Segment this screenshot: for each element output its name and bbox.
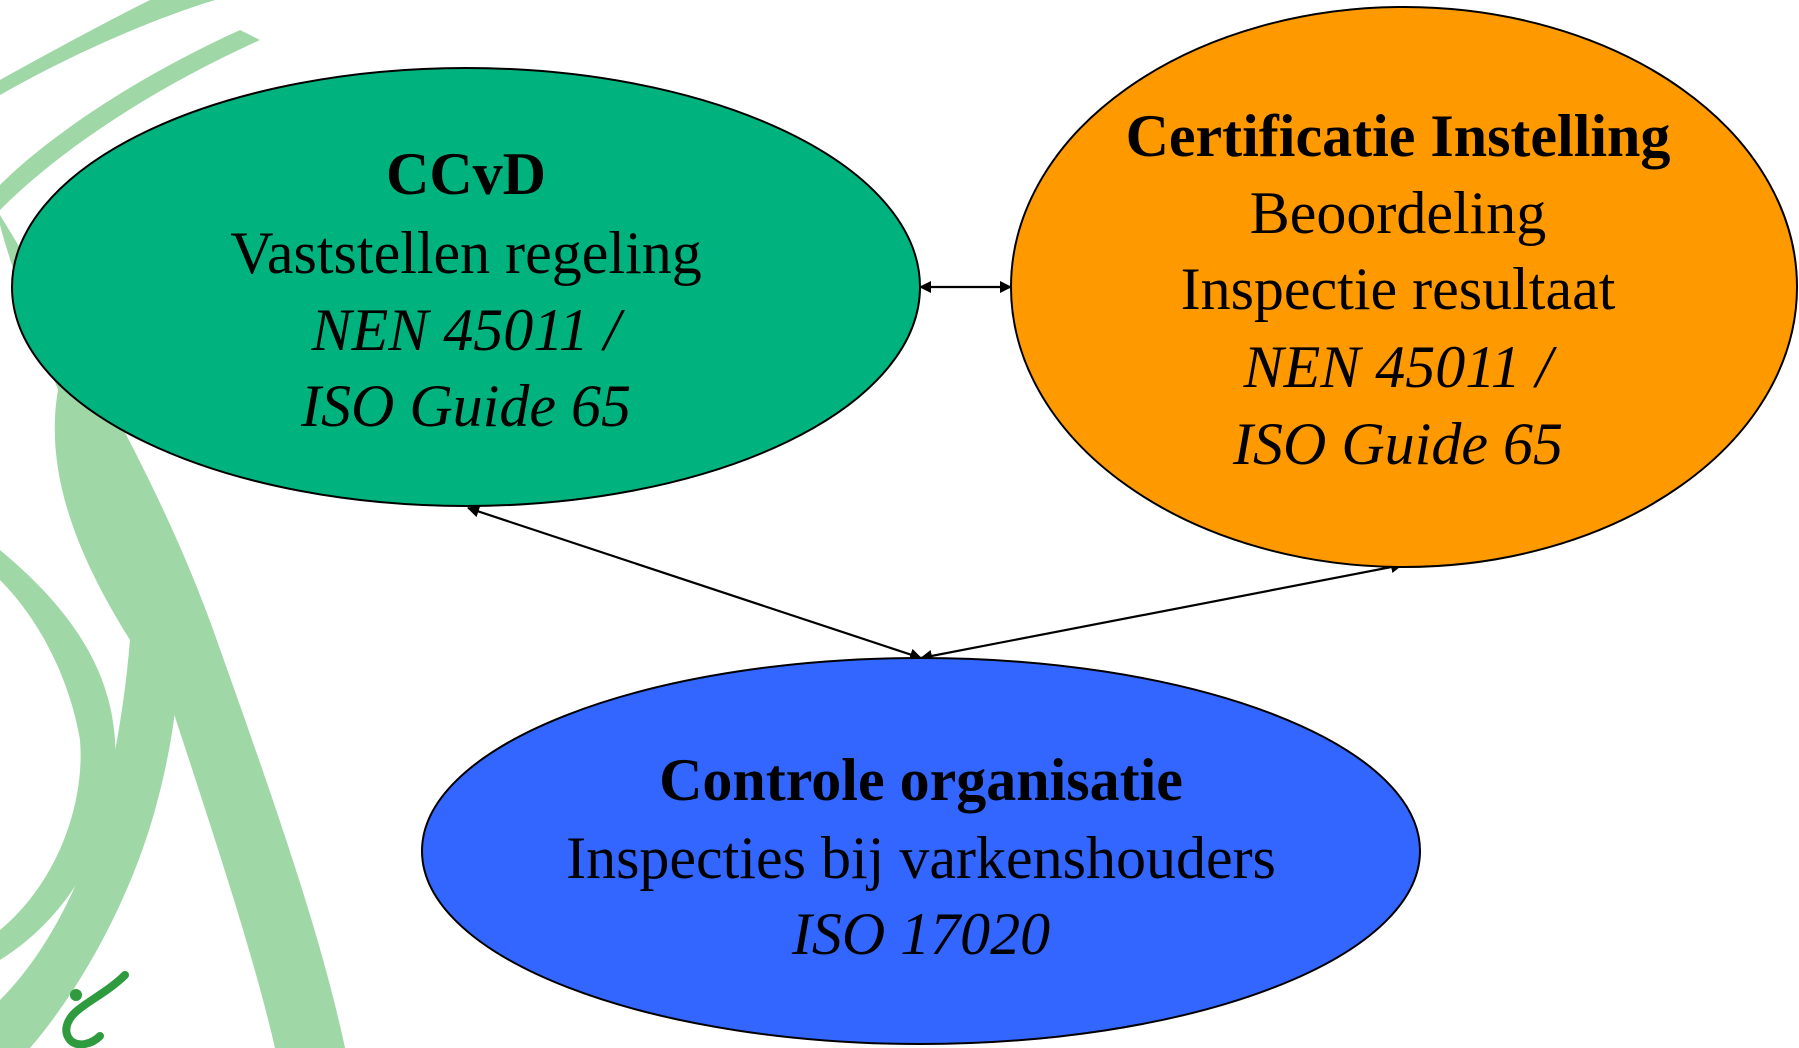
node-ci: Certificatie Instelling Beoordeling Insp…	[1010, 6, 1798, 568]
logo-head	[70, 989, 82, 1001]
background-ribbons	[0, 0, 345, 1048]
node-co: Controle organisatie Inspecties bij vark…	[421, 657, 1421, 1045]
node-ccvd-std2: ISO Guide 65	[300, 373, 631, 439]
node-ci-line1: Beoordeling	[1250, 180, 1547, 246]
node-ci-line2: Inspectie resultaat	[1181, 256, 1616, 322]
logo	[62, 971, 129, 1048]
node-co-line1: Inspecties bij varkenshouders	[566, 825, 1276, 891]
ribbon-top	[0, 0, 215, 95]
edge-ci-co	[920, 561, 1403, 662]
node-ccvd-shape	[11, 67, 921, 507]
node-ccvd-std1: NEN 45011 /	[311, 297, 626, 363]
edge-ccvd-co	[467, 505, 922, 661]
node-ccvd: CCvD Vaststellen regeling NEN 45011 / IS…	[11, 67, 921, 507]
ribbon-left	[0, 550, 116, 960]
node-ccvd-title: CCvD	[386, 141, 546, 207]
ribbon-top-arc	[0, 30, 260, 210]
connectors	[467, 281, 1403, 662]
node-ccvd-line1: Vaststellen regeling	[230, 220, 702, 286]
node-ci-title: Certificatie Instelling	[1126, 103, 1671, 169]
node-ci-std2: ISO Guide 65	[1232, 411, 1563, 477]
ribbon-inner	[0, 380, 179, 1048]
node-co-title: Controle organisatie	[659, 747, 1183, 813]
node-ci-shape	[1010, 6, 1798, 568]
leaf-figure-icon	[62, 971, 129, 1048]
node-co-shape	[421, 657, 1421, 1045]
node-co-std1: ISO 17020	[791, 901, 1050, 967]
node-ci-std1: NEN 45011 /	[1243, 334, 1558, 400]
